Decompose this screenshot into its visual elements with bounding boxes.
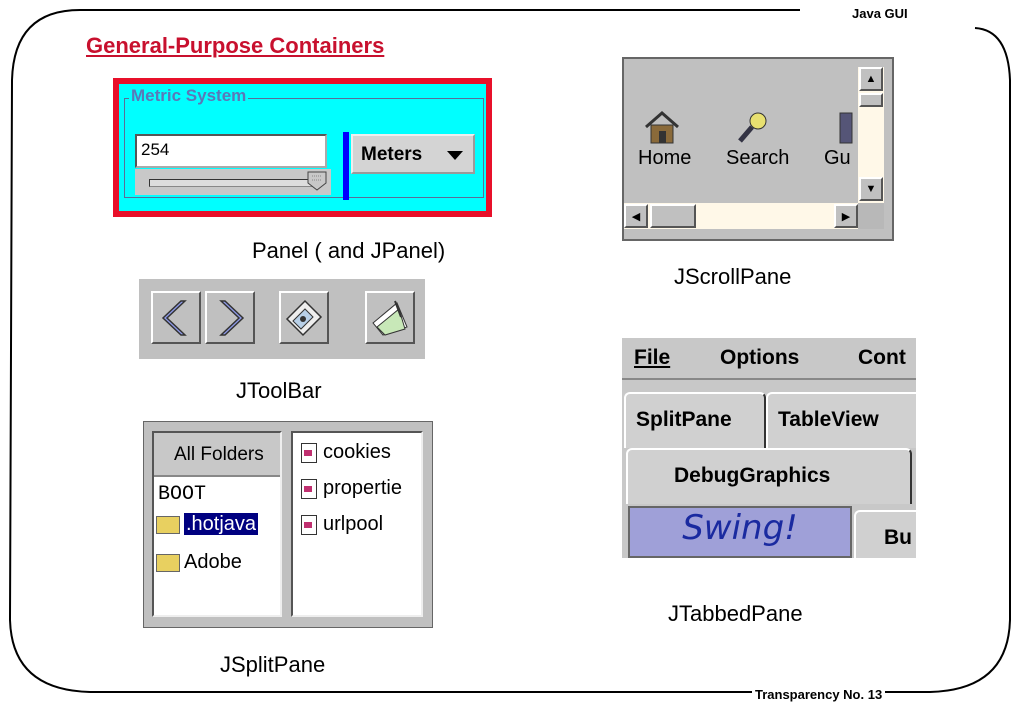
tree-item-label: Adobe bbox=[184, 551, 242, 573]
tree-item-adobe[interactable]: Adobe bbox=[156, 551, 242, 574]
tabbedpane-caption: JTabbedPane bbox=[668, 601, 803, 626]
scroll-left-button[interactable]: ◀ bbox=[624, 204, 648, 228]
fieldset-legend: Metric System bbox=[129, 86, 249, 106]
arrow-down-icon: ▼ bbox=[865, 183, 877, 195]
scroll-corner bbox=[858, 203, 884, 229]
scrollpane-caption: JScrollPane bbox=[674, 264, 792, 289]
slider-thumb[interactable] bbox=[307, 171, 327, 191]
file-icon bbox=[301, 442, 317, 463]
splitpane-example: All Folders BOOT .hotjava Adobe cookies … bbox=[143, 421, 433, 628]
horizontal-scrollbar[interactable]: ◀ ▶ bbox=[624, 203, 858, 229]
home-label[interactable]: Home bbox=[638, 147, 692, 169]
metric-input[interactable]: 254 bbox=[135, 134, 327, 168]
tab-debuggraphics[interactable]: DebugGraphics bbox=[626, 448, 912, 504]
tree-item-label: BOOT bbox=[158, 483, 207, 506]
tree-item-boot[interactable]: BOOT bbox=[158, 483, 206, 506]
units-combo[interactable]: Meters bbox=[351, 134, 475, 174]
arrow-left-icon: ◀ bbox=[631, 210, 641, 223]
page-title: General-Purpose Containers bbox=[86, 33, 385, 58]
chevron-right-icon bbox=[219, 299, 245, 336]
file-label: cookies bbox=[323, 441, 391, 463]
chevron-left-icon bbox=[161, 299, 187, 336]
arrow-right-icon: ▶ bbox=[841, 210, 851, 223]
toolbar-example bbox=[139, 279, 425, 359]
footer-label: Transparency No. 13 bbox=[752, 687, 886, 702]
panel-example: Metric System 254 Meters bbox=[113, 78, 492, 217]
file-label: urlpool bbox=[323, 513, 384, 535]
folder-pane: All Folders BOOT .hotjava Adobe bbox=[152, 431, 282, 617]
menu-cont[interactable]: Cont bbox=[858, 346, 906, 369]
guide-label[interactable]: Gu bbox=[824, 147, 851, 169]
vertical-scroll-thumb[interactable] bbox=[859, 93, 883, 107]
scroll-up-button[interactable]: ▲ bbox=[859, 67, 883, 91]
forward-button[interactable] bbox=[205, 291, 255, 344]
home-icon bbox=[645, 111, 679, 144]
tab-tableview[interactable]: TableView bbox=[766, 392, 916, 448]
slider-track bbox=[149, 179, 319, 187]
scrollpane-example: Home Search Gu ▲ ▼ ◀ ▶ bbox=[622, 57, 894, 241]
documents-button[interactable] bbox=[365, 291, 415, 344]
metric-slider[interactable] bbox=[135, 169, 331, 195]
menu-bar: File Options Cont bbox=[622, 338, 916, 378]
vertical-scrollbar[interactable]: ▲ ▼ bbox=[858, 67, 884, 203]
panel-divider bbox=[343, 132, 349, 200]
chevron-down-icon bbox=[447, 151, 463, 160]
metric-fieldset: Metric System bbox=[124, 86, 484, 198]
tab-bu[interactable]: Bu bbox=[854, 510, 916, 558]
tree-item-hotjava[interactable]: .hotjava bbox=[156, 512, 260, 536]
toolbar-caption: JToolBar bbox=[236, 378, 322, 403]
documents-icon bbox=[372, 300, 408, 336]
file-icon bbox=[301, 478, 317, 499]
arrow-up-icon: ▲ bbox=[865, 73, 877, 85]
units-combo-label: Meters bbox=[361, 144, 423, 165]
horizontal-scroll-thumb[interactable] bbox=[650, 204, 696, 228]
file-label: propertie bbox=[323, 477, 402, 499]
tab-splitpane[interactable]: SplitPane bbox=[624, 392, 766, 448]
folder-open-icon bbox=[156, 515, 180, 534]
menu-file[interactable]: File bbox=[634, 346, 671, 369]
window-button[interactable] bbox=[279, 291, 329, 344]
folders-header[interactable]: All Folders bbox=[154, 433, 280, 477]
tabbedpane-example: File Options Cont SplitPane TableView De… bbox=[622, 338, 916, 558]
tree-item-label: .hotjava bbox=[182, 512, 260, 536]
scroll-right-button[interactable]: ▶ bbox=[834, 204, 858, 228]
panel-caption: Panel ( and JPanel) bbox=[252, 238, 446, 263]
panel-inner: Metric System 254 Meters bbox=[119, 84, 486, 211]
splitpane-caption: JSplitPane bbox=[220, 652, 326, 677]
file-icon bbox=[301, 514, 317, 535]
guide-icon bbox=[839, 112, 853, 144]
file-item-cookies[interactable]: cookies bbox=[301, 441, 391, 464]
file-pane: cookies propertie urlpool bbox=[291, 431, 423, 617]
menu-options[interactable]: Options bbox=[720, 346, 800, 369]
search-icon bbox=[738, 112, 767, 143]
header-label: Java GUI bbox=[852, 6, 908, 21]
back-button[interactable] bbox=[151, 291, 201, 344]
file-item-urlpool[interactable]: urlpool bbox=[301, 513, 383, 536]
search-label[interactable]: Search bbox=[726, 147, 790, 169]
folder-icon bbox=[156, 553, 180, 572]
scroll-down-button[interactable]: ▼ bbox=[859, 177, 883, 201]
tab-swing[interactable]: Swing! bbox=[628, 506, 852, 558]
menu-separator bbox=[622, 378, 916, 380]
window-icon bbox=[285, 299, 323, 336]
file-item-properties[interactable]: propertie bbox=[301, 477, 402, 500]
